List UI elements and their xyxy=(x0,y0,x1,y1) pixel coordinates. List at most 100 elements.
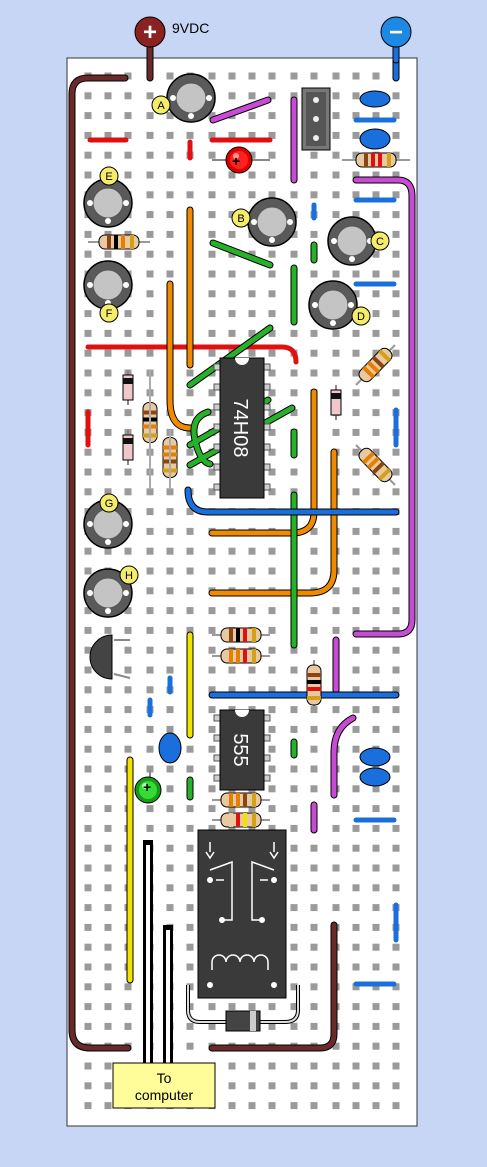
hole xyxy=(84,725,92,733)
wire-red-long xyxy=(85,344,299,365)
hole xyxy=(392,607,400,615)
hole xyxy=(146,626,154,634)
hole xyxy=(392,488,400,496)
hole xyxy=(352,72,360,80)
wire-green-loop xyxy=(191,409,213,467)
hole xyxy=(104,943,112,951)
hole xyxy=(208,211,216,219)
hole xyxy=(310,725,318,733)
hole xyxy=(310,765,318,773)
transistor xyxy=(89,634,131,680)
hole xyxy=(268,92,276,100)
hole xyxy=(84,92,92,100)
hole xyxy=(372,211,380,219)
hole xyxy=(208,785,216,793)
hole xyxy=(166,844,174,852)
hole xyxy=(84,389,92,397)
hole xyxy=(84,567,92,575)
hole xyxy=(84,131,92,139)
hole xyxy=(84,1062,92,1070)
hole xyxy=(208,488,216,496)
hole xyxy=(392,112,400,120)
chip-555-label: 555 xyxy=(229,733,251,766)
potentiometer-e[interactable]: E xyxy=(83,166,133,228)
hole xyxy=(186,904,194,912)
hole xyxy=(186,131,194,139)
hole xyxy=(166,666,174,674)
relay-diode xyxy=(186,985,300,1032)
potentiometer-d[interactable]: D xyxy=(308,280,371,330)
hole xyxy=(208,646,216,654)
hole xyxy=(84,686,92,694)
hole xyxy=(104,428,112,436)
hole xyxy=(392,270,400,278)
hole xyxy=(84,151,92,159)
wire-green-1 xyxy=(210,240,273,268)
hole xyxy=(332,844,340,852)
potentiometer-c[interactable]: C xyxy=(327,216,390,266)
hole xyxy=(84,349,92,357)
hole xyxy=(104,547,112,555)
hole xyxy=(228,270,236,278)
hole xyxy=(186,765,194,773)
hole xyxy=(310,745,318,753)
hole xyxy=(352,448,360,456)
potentiometer-g[interactable]: G xyxy=(83,493,133,549)
hole xyxy=(166,884,174,892)
hole xyxy=(208,171,216,179)
pot-label-badge xyxy=(99,166,119,186)
led-red: + xyxy=(212,146,270,174)
hole xyxy=(124,626,132,634)
hole xyxy=(84,963,92,971)
potentiometer-h[interactable]: H xyxy=(83,565,139,618)
hole xyxy=(268,725,276,733)
hole xyxy=(228,547,236,555)
capacitor-1 xyxy=(359,90,391,108)
hole xyxy=(372,844,380,852)
hole xyxy=(248,547,256,555)
hole xyxy=(268,745,276,753)
hole xyxy=(268,349,276,357)
hole xyxy=(186,943,194,951)
hole xyxy=(166,270,174,278)
hole xyxy=(392,1062,400,1070)
hole xyxy=(104,349,112,357)
hole xyxy=(146,112,154,120)
hole xyxy=(352,805,360,813)
hole xyxy=(372,785,380,793)
pot-label-badge xyxy=(151,95,171,115)
hole xyxy=(124,329,132,337)
hole xyxy=(124,547,132,555)
hole xyxy=(186,745,194,753)
hole xyxy=(352,567,360,575)
hole xyxy=(104,745,112,753)
hole xyxy=(372,1082,380,1090)
hole xyxy=(268,805,276,813)
diode-3 xyxy=(330,385,342,420)
potentiometer-a[interactable]: A xyxy=(151,73,216,123)
diode-1 xyxy=(122,370,134,405)
hole xyxy=(352,923,360,931)
hole xyxy=(248,151,256,159)
hole xyxy=(228,686,236,694)
chip-555-body xyxy=(219,709,265,791)
hole xyxy=(146,230,154,238)
hole xyxy=(392,92,400,100)
hole xyxy=(166,864,174,872)
hole xyxy=(146,310,154,318)
hole xyxy=(146,508,154,516)
hole xyxy=(352,844,360,852)
hole xyxy=(208,745,216,753)
hole xyxy=(372,72,380,80)
hole xyxy=(124,468,132,476)
hole xyxy=(392,230,400,238)
hole xyxy=(166,508,174,516)
hole xyxy=(352,884,360,892)
hole xyxy=(124,72,132,80)
potentiometer-b[interactable]: B xyxy=(231,197,297,247)
hole xyxy=(146,745,154,753)
potentiometer-f[interactable]: F xyxy=(83,260,133,323)
hole xyxy=(104,686,112,694)
capacitor-5 xyxy=(359,767,391,787)
hole xyxy=(290,389,298,397)
